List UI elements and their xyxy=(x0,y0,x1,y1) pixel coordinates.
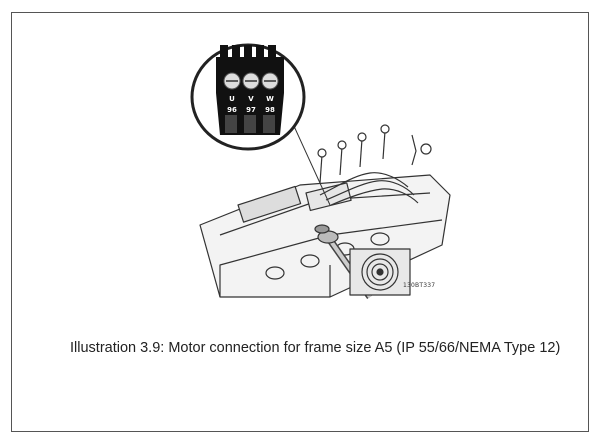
plug-letter-v: V xyxy=(248,95,254,103)
illustration-frame: U V W 96 97 98 130BT337 Illustration 3.9… xyxy=(11,12,589,432)
drawing-code: 130BT337 xyxy=(403,282,436,289)
plug-letter-u: U xyxy=(229,95,235,103)
terminal-plug-callout: U V W 96 97 98 xyxy=(190,43,306,151)
plug-number-98: 98 xyxy=(265,106,275,114)
motor-connection-drawing: U V W 96 97 98 xyxy=(190,43,451,300)
figure-caption: Illustration 3.9: Motor connection for f… xyxy=(70,340,561,356)
plug-number-97: 97 xyxy=(246,106,256,114)
plug-letter-w: W xyxy=(266,95,274,103)
plug-number-96: 96 xyxy=(227,106,237,114)
